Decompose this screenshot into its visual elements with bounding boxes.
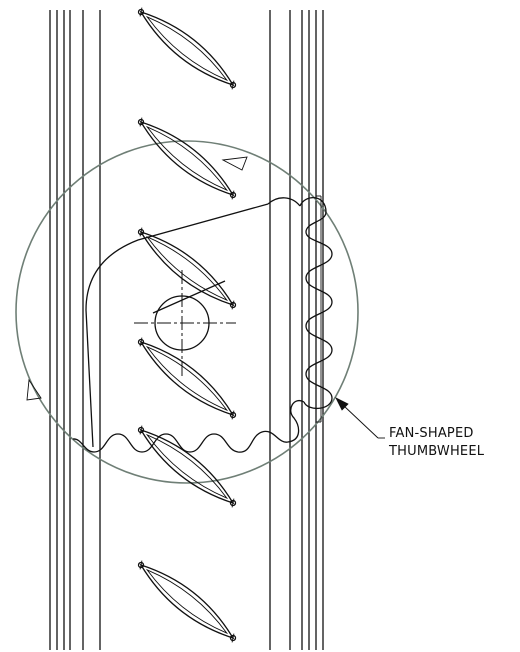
callout-leader: [335, 397, 385, 439]
fan-shaped-thumbwheel: [72, 195, 333, 453]
circle-direction-arrow-top: [221, 156, 248, 171]
slat: [137, 117, 237, 200]
slat-group: [137, 7, 237, 643]
dial-circle: [15, 140, 359, 484]
thumbwheel-hub: [134, 270, 236, 378]
circle-direction-arrow-bottom: [26, 378, 42, 401]
slat: [137, 7, 237, 90]
callout-label-line1: FAN-SHAPED: [389, 426, 474, 441]
slat: [137, 227, 237, 310]
callout-label-line2: THUMBWHEEL: [388, 444, 485, 459]
slat: [137, 425, 237, 508]
left-rails: [49, 10, 101, 650]
slat: [137, 337, 237, 420]
right-rails: [269, 10, 324, 650]
callout-arrowhead: [335, 397, 349, 411]
slat: [137, 560, 237, 643]
